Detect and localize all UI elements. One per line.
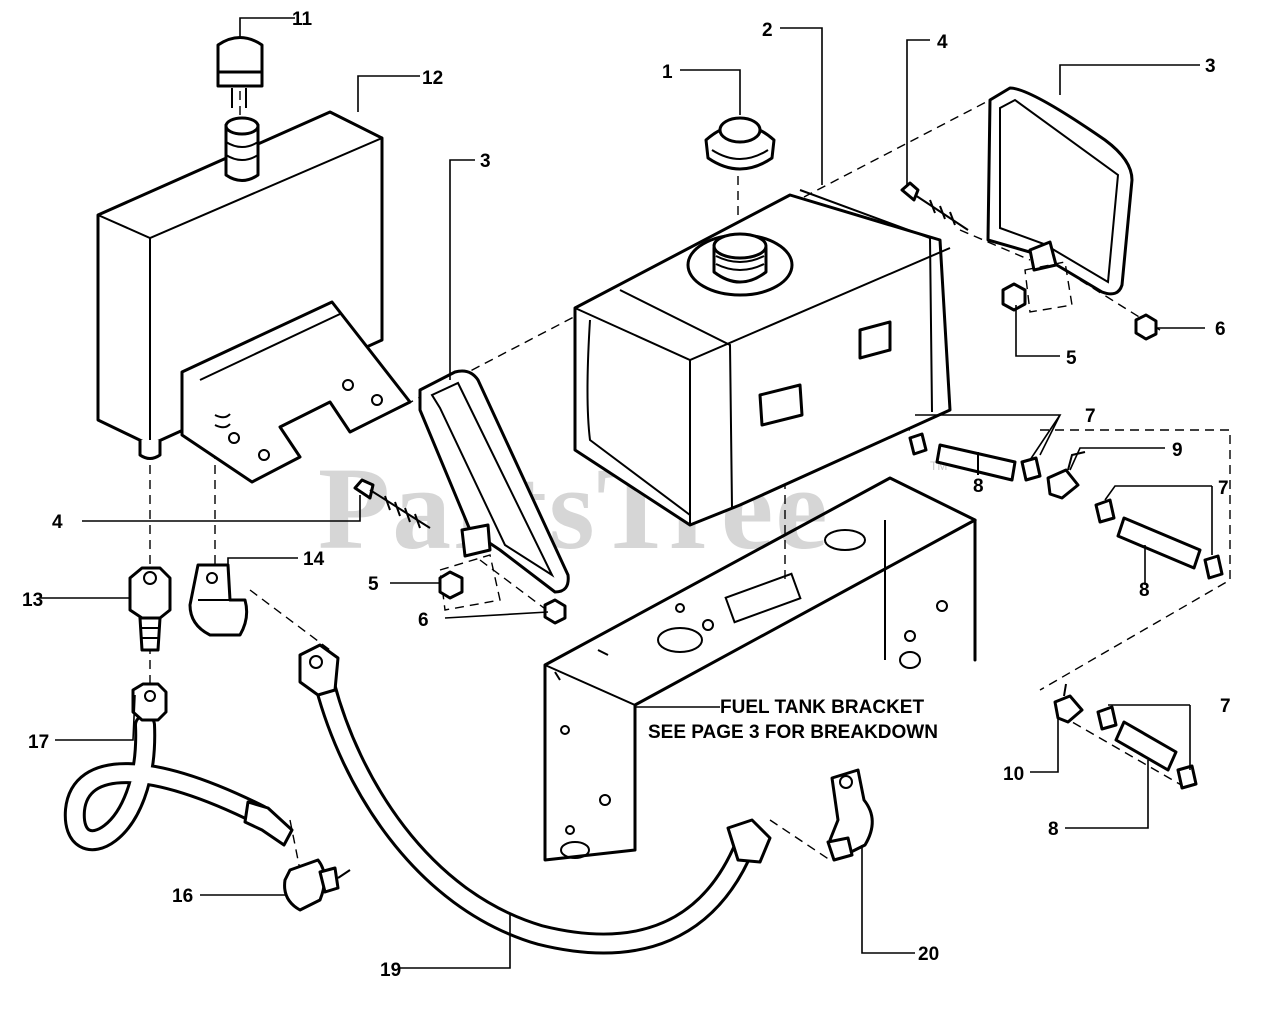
- part-8-hose-2[interactable]: [1116, 516, 1202, 570]
- callout-7-top: 7: [1085, 406, 1096, 427]
- callout-11: 11: [292, 9, 313, 30]
- part-10-valve[interactable]: [1053, 683, 1084, 724]
- leader-lines: [40, 17, 1213, 969]
- callout-14: 14: [303, 549, 325, 570]
- callouts: 1 2 3 3 4 4 5 5 6 6 7 7 7 8 8 8 9 10 11 …: [22, 9, 1231, 981]
- part-13-fitting[interactable]: [128, 566, 172, 652]
- callout-8-bottom: 8: [1048, 819, 1059, 840]
- part-17-hose[interactable]: [63, 682, 294, 852]
- callout-6-left: 6: [418, 610, 429, 631]
- part-3-tank-strap-left[interactable]: [418, 369, 570, 611]
- part-1-fuel-cap[interactable]: [704, 116, 776, 171]
- callout-3-right: 3: [1205, 56, 1216, 77]
- part-7-clamp-3[interactable]: [1094, 498, 1116, 524]
- callout-16: 16: [172, 886, 193, 907]
- part-11-vent-cap[interactable]: [216, 36, 264, 109]
- callout-20: 20: [918, 944, 939, 965]
- part-9-shutoff-valve[interactable]: [1046, 451, 1086, 500]
- callout-2: 2: [762, 20, 773, 41]
- part-14-elbow-fitting[interactable]: [188, 563, 249, 637]
- callout-7-middle: 7: [1218, 478, 1229, 499]
- callout-4-right: 4: [937, 32, 948, 53]
- callout-9: 9: [1172, 440, 1183, 461]
- part-6-nut-right[interactable]: [1134, 313, 1158, 341]
- part-8-hose-1[interactable]: [935, 443, 1017, 482]
- callout-4-left: 4: [52, 512, 63, 533]
- part-7-clamp-4[interactable]: [1203, 554, 1224, 580]
- part-4-bolt-right[interactable]: [900, 181, 969, 231]
- callout-12: 12: [422, 68, 443, 89]
- part-7-clamp-1[interactable]: [908, 432, 928, 456]
- callout-19: 19: [380, 960, 401, 981]
- callout-5-right: 5: [1066, 348, 1077, 369]
- callout-7-bottom: 7: [1220, 696, 1231, 717]
- part-19-fuel-hose[interactable]: [298, 643, 772, 955]
- callout-1: 1: [662, 62, 673, 83]
- callout-13: 13: [22, 590, 43, 611]
- reservoir-bracket[interactable]: [180, 300, 412, 484]
- part-4-bolt-left[interactable]: [353, 478, 431, 529]
- part-8-hose-3[interactable]: [1114, 720, 1178, 772]
- callout-8-top: 8: [973, 476, 984, 497]
- callout-17: 17: [28, 732, 49, 753]
- part-5-nut-left[interactable]: [438, 570, 464, 600]
- note-line-2: SEE PAGE 3 FOR BREAKDOWN: [648, 722, 938, 743]
- fuel-tank-bracket[interactable]: [543, 476, 978, 862]
- part-16-shutoff-valve[interactable]: [283, 858, 351, 912]
- part-2-fuel-tank[interactable]: [573, 189, 952, 527]
- note-line-1: FUEL TANK BRACKET: [720, 697, 924, 718]
- part-5-nut-right[interactable]: [1001, 282, 1027, 312]
- callout-6-right: 6: [1215, 319, 1226, 340]
- callout-5-left: 5: [368, 574, 379, 595]
- part-7-clamp-2[interactable]: [1020, 456, 1042, 482]
- part-20-elbow[interactable]: [826, 768, 874, 862]
- callout-8-middle: 8: [1139, 580, 1150, 601]
- callout-10: 10: [1003, 764, 1024, 785]
- part-3-tank-strap-right[interactable]: [986, 86, 1134, 313]
- callout-3-left: 3: [480, 151, 491, 172]
- part-7-clamp-6[interactable]: [1176, 764, 1198, 790]
- part-7-clamp-5[interactable]: [1096, 705, 1118, 731]
- part-6-nut-left[interactable]: [543, 598, 567, 625]
